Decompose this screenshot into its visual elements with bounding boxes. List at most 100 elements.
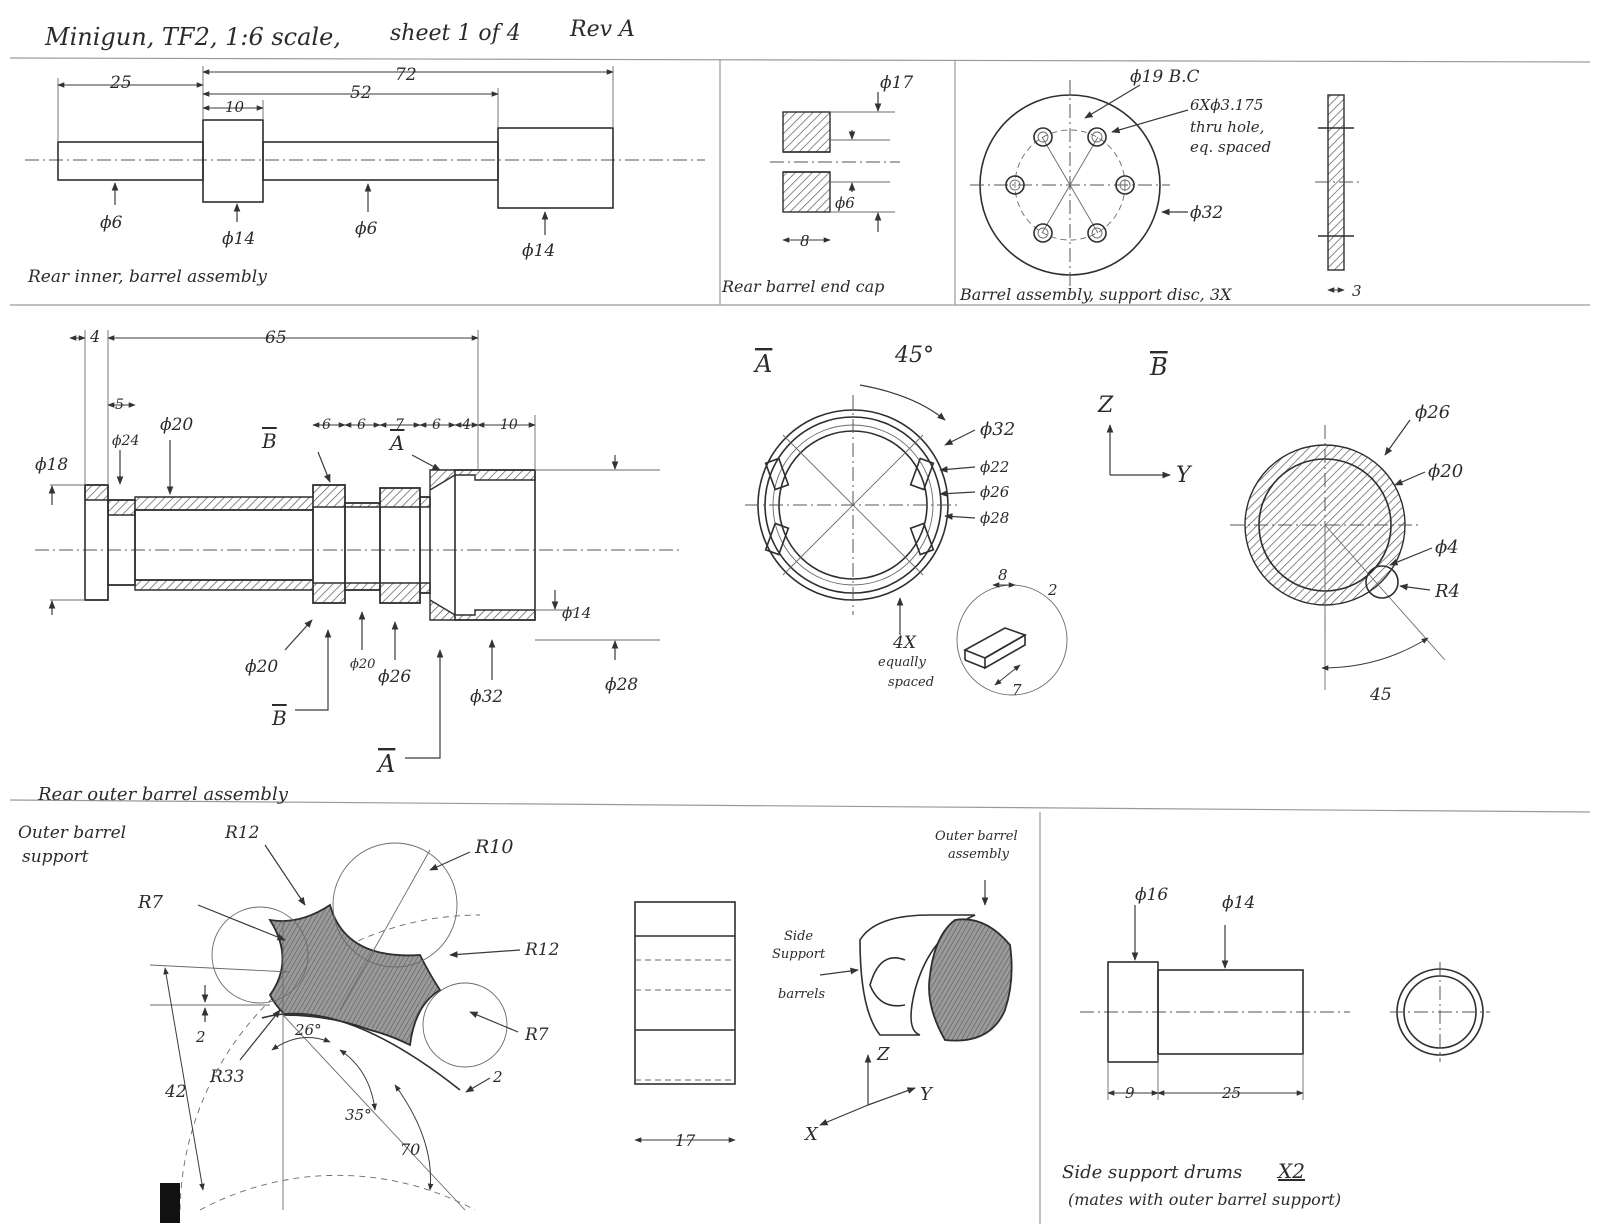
section-a-label: A [753, 350, 772, 378]
diam-phi18: ϕ18 [35, 455, 68, 475]
sheet-title: Minigun, TF2, 1:6 scale, [44, 23, 341, 51]
section-b-bottom: B [271, 706, 287, 730]
label-qty-x2: X2 [1276, 1159, 1305, 1183]
label-bolt-circle: ϕ19 B.C [1130, 67, 1200, 87]
key-dim-8: 8 [998, 566, 1008, 584]
caption-rear-outer: Rear outer barrel assembly [37, 784, 289, 805]
dim-2-right: 2 [492, 1068, 503, 1086]
dim-4-right: 4 [461, 417, 471, 433]
diam-phi20-flange: ϕ20 [245, 657, 278, 677]
iso-label-side-3: barrels [778, 987, 825, 1002]
label-spaced: spaced [888, 675, 934, 690]
axis-z-b: Z [1097, 393, 1114, 418]
axis-y-b: Y [1176, 463, 1193, 488]
dim-5: 5 [115, 397, 124, 413]
diam-phi17: ϕ17 [880, 73, 913, 93]
angle-35: 35° [345, 1106, 372, 1124]
section-a-bottom: A [376, 750, 395, 778]
axis-y-iso: Y [920, 1084, 934, 1105]
section-a-top: A [388, 431, 404, 455]
diam-phi26-b: ϕ26 [1415, 402, 1450, 423]
diam-phi6-b: ϕ6 [355, 219, 378, 239]
sheet-frame [9, 57, 1591, 1224]
caption-end-cap: Rear barrel end cap [721, 277, 884, 296]
sheet-number: sheet 1 of 4 [390, 21, 521, 46]
label-equally: equally [878, 655, 926, 670]
caption-outer-support-1: Outer barrel [18, 823, 126, 843]
diam-phi28-a: ϕ28 [980, 509, 1009, 527]
angle-45-b: 45 [1369, 685, 1392, 705]
dim-17: 17 [675, 1131, 696, 1150]
diam-phi4: ϕ4 [1435, 537, 1459, 558]
dim-70: 70 [400, 1140, 420, 1159]
diam-phi20-top: ϕ20 [160, 415, 193, 435]
caption-outer-support-2: support [22, 847, 89, 867]
diam-phi24: ϕ24 [112, 433, 139, 449]
sheet-revision: Rev A [569, 17, 635, 42]
diam-phi14-a: ϕ14 [222, 229, 255, 249]
view-isometric-assembly: Outer barrel assembly Side Support barre… [772, 829, 1018, 1145]
label-holes-spacing: eq. spaced [1190, 138, 1271, 156]
iso-label-top-1: Outer barrel [935, 829, 1018, 844]
label-4x: 4X [892, 633, 917, 653]
diam-phi32-disc: ϕ32 [1190, 203, 1223, 223]
bolt-holes [1005, 127, 1135, 243]
diam-phi26: ϕ26 [378, 667, 411, 687]
dim-72: 72 [395, 65, 417, 85]
view-section-b: B Z Y ϕ26 ϕ20 ϕ4 R4 45 [1097, 353, 1463, 705]
dim-7: 7 [395, 417, 404, 433]
axis-z-iso: Z [876, 1044, 890, 1065]
section-b-label: B [1149, 353, 1168, 381]
diam-phi28: ϕ28 [605, 675, 638, 695]
dim-25: 25 [109, 73, 132, 93]
radius-r7-left: R7 [137, 892, 164, 913]
caption-support-disc: Barrel assembly, support disc, 3X [959, 285, 1232, 304]
radius-r10: R10 [474, 836, 513, 858]
iso-label-top-2: assembly [948, 847, 1010, 862]
key-dim-7: 7 [1012, 681, 1022, 699]
dim-9: 9 [1125, 1084, 1135, 1102]
diam-phi16: ϕ16 [1135, 885, 1168, 905]
angle-26: 26° [294, 1021, 322, 1039]
diam-phi32-a: ϕ32 [980, 419, 1015, 440]
radius-r7-right: R7 [524, 1025, 549, 1045]
label-holes-thru: thru hole, [1190, 118, 1264, 136]
diam-phi14-b: ϕ14 [522, 241, 555, 261]
diam-phi20-b: ϕ20 [1428, 461, 1463, 482]
diam-phi22-a: ϕ22 [980, 458, 1009, 476]
axis-x-iso: X [803, 1124, 819, 1145]
caption-rear-inner: Rear inner, barrel assembly [27, 267, 267, 287]
angle-45-deg: 45° [894, 343, 934, 368]
radius-r33: R33 [209, 1067, 244, 1087]
diam-phi6-a: ϕ6 [100, 213, 123, 233]
section-b-top: B [261, 429, 277, 453]
view-outer-barrel-support: Outer barrel support R12 R10 R7 R12 R7 R… [18, 823, 736, 1223]
dim-8-cap: 8 [800, 232, 810, 250]
diam-phi26-a: ϕ26 [980, 483, 1010, 501]
iso-label-side-1: Side [784, 929, 813, 944]
diam-phi14-drum: ϕ14 [1222, 893, 1255, 913]
dim-2-left: 2 [195, 1028, 206, 1046]
radius-r4: R4 [1434, 581, 1460, 602]
radius-r12-right: R12 [524, 940, 559, 960]
title-block: Minigun, TF2, 1:6 scale, sheet 1 of 4 Re… [44, 17, 635, 51]
view-side-support-drums: 9 25 ϕ16 ϕ14 Side support drums X2 (mate… [1062, 885, 1490, 1209]
diam-phi20-neck: ϕ20 [350, 657, 375, 672]
dim-52: 52 [350, 83, 372, 103]
dim-4-left: 4 [89, 327, 100, 346]
scan-mark [160, 1183, 180, 1223]
label-holes-count: 6Xϕ3.175 [1190, 96, 1263, 114]
note-drums-mates: (mates with outer barrel support) [1068, 1190, 1341, 1209]
dim-3-disc: 3 [1352, 282, 1362, 300]
dim-6-c: 6 [432, 417, 441, 433]
dim-10-right: 10 [500, 417, 518, 433]
view-support-disc: ϕ19 B.C 6Xϕ3.175 thru hole, eq. spaced ϕ… [959, 67, 1362, 304]
caption-drums: Side support drums [1062, 1162, 1242, 1183]
view-section-a: A 45° ϕ32 ϕ22 ϕ26 ϕ28 4X equally spaced … [745, 343, 1068, 699]
view-rear-barrel-end-cap: ϕ17 ϕ6 8 Rear barrel end cap [721, 73, 913, 296]
dim-42: 42 [164, 1082, 187, 1102]
view-rear-outer-barrel: 4 65 5 6 6 7 6 4 10 ϕ18 ϕ24 ϕ20 ϕ20 ϕ20 … [35, 327, 680, 805]
dim-25-drum: 25 [1221, 1084, 1241, 1102]
diam-phi6-cap: ϕ6 [835, 194, 855, 212]
